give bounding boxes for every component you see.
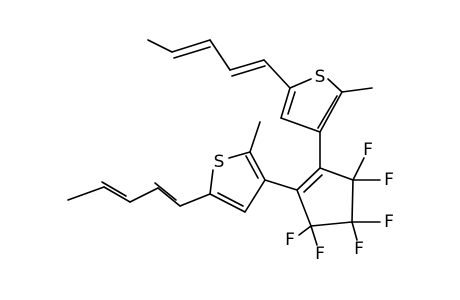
bond (101, 181, 127, 197)
bond (289, 78, 312, 89)
bond (67, 186, 105, 201)
bond (351, 221, 358, 241)
atom-labels: S S F F F F F F (214, 67, 394, 264)
fluorine-atom: F (384, 212, 394, 232)
bond (209, 169, 214, 195)
bond (129, 187, 159, 203)
bond (231, 65, 266, 77)
bond (249, 151, 266, 181)
bond (157, 187, 181, 207)
fluorine-atom: F (384, 170, 394, 190)
bond (296, 167, 321, 191)
fluorine-atom: F (315, 244, 325, 264)
bond (217, 192, 244, 207)
bond (341, 87, 373, 93)
fluorine-atom: F (285, 230, 295, 250)
upper-pentadienyl-chain (147, 39, 291, 89)
lower-pentadienyl-chain (67, 181, 211, 207)
bond (245, 155, 259, 179)
bond (173, 46, 211, 59)
bond (310, 221, 353, 227)
bond (209, 193, 246, 213)
bond (209, 39, 231, 71)
bond (171, 39, 211, 53)
bond (244, 179, 266, 213)
bond (287, 91, 296, 115)
bond (296, 189, 312, 227)
sulfur-atom-upper: S (315, 67, 326, 87)
bond (310, 225, 318, 246)
bond (280, 87, 291, 119)
sulfur-atom-lower: S (214, 152, 225, 172)
bond (179, 193, 211, 207)
lower-thiophene-ring (209, 121, 266, 213)
fluorine-atom: F (354, 239, 364, 259)
bond (263, 59, 291, 89)
bond (317, 95, 338, 129)
bond (229, 59, 265, 71)
bond (352, 157, 365, 181)
fluorine-atom: F (363, 140, 373, 160)
bond (249, 121, 261, 153)
bond (351, 179, 354, 223)
bond (280, 117, 321, 133)
bond (327, 78, 343, 93)
bond (228, 151, 251, 159)
bond (147, 39, 173, 53)
bond (154, 182, 177, 201)
bond (103, 186, 131, 203)
hexafluorocyclopentene-ring (264, 157, 381, 246)
upper-thiophene-ring (280, 78, 373, 169)
bond (319, 167, 354, 181)
bond (319, 91, 343, 133)
bond (298, 225, 312, 236)
bond (303, 174, 323, 193)
bond (264, 179, 298, 191)
